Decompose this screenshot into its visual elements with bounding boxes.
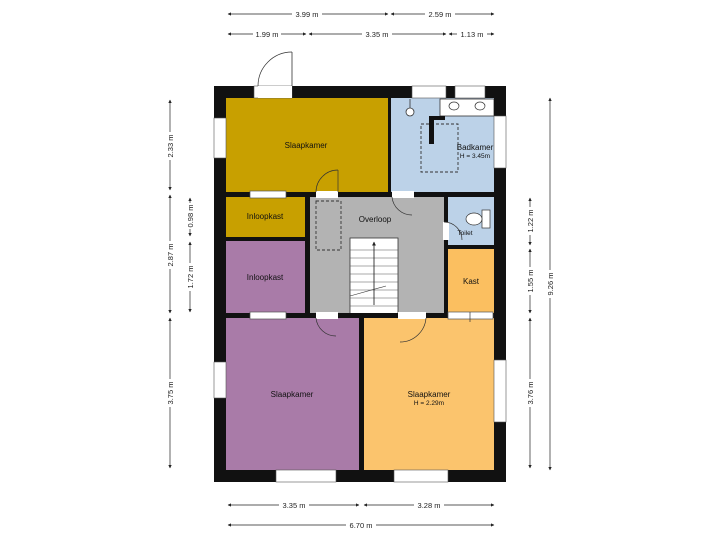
bathroom-fixtures (405, 98, 495, 144)
label-bedroom-top: Slaapkamer (285, 141, 328, 150)
dim-left-outer-b: 2.87 m (166, 244, 175, 267)
dim-bottom-row1-a: 3.35 m (283, 501, 306, 510)
attic-hatch-landing (315, 200, 342, 251)
label-closet: Kast (463, 277, 480, 286)
dim-top-row2-b: 3.35 m (366, 30, 389, 39)
label-toilet: Toilet (457, 230, 472, 237)
room-bedroom-left (225, 318, 359, 470)
dim-bottom-row1-b: 3.28 m (418, 501, 441, 510)
room-walkin-top (225, 197, 305, 237)
label-bedroom-right: Slaapkamer (408, 390, 451, 399)
windows (213, 85, 507, 483)
dim-right-inner-a: 1.22 m (526, 210, 535, 233)
label-landing: Overloop (359, 215, 392, 224)
label-bedroom-right-height: H = 2.29m (414, 400, 444, 407)
dim-left-outer-c: 3.75 m (166, 382, 175, 405)
label-bathroom: Badkamer (457, 143, 494, 152)
attic-hatch-bathroom (420, 123, 459, 173)
room-closet (448, 249, 495, 313)
dim-left-outer-a: 2.33 m (166, 135, 175, 158)
room-bedroom-top (225, 98, 388, 192)
label-bedroom-left: Slaapkamer (271, 390, 314, 399)
dim-left-inner-b: 1.72 m (186, 266, 195, 289)
dim-right-inner-b: 1.55 m (526, 270, 535, 293)
dim-right-outer: 9.26 m (546, 273, 555, 296)
dimension-label-bgs (165, 9, 555, 530)
door-swings (249, 169, 494, 343)
label-walkin-mid: Inloopkast (247, 273, 284, 282)
door-swing-top (257, 51, 293, 98)
label-walkin-top: Inloopkast (247, 212, 284, 221)
dim-top-row2-c: 1.13 m (461, 30, 484, 39)
staircase (349, 237, 399, 316)
label-bathroom-height: H = 3.45m (460, 153, 490, 160)
dim-left-inner-a: 0.98 m (186, 205, 195, 228)
toilet-fixture (465, 209, 491, 229)
room-walkin-mid (225, 241, 305, 313)
dim-top-row2-a: 1.99 m (256, 30, 279, 39)
dim-top-row1-a: 3.99 m (296, 10, 319, 19)
dim-bottom-total: 6.70 m (350, 521, 373, 530)
dim-top-row1-b: 2.59 m (429, 10, 452, 19)
room-bedroom-right (364, 318, 495, 470)
dim-right-inner-c: 3.76 m (526, 382, 535, 405)
